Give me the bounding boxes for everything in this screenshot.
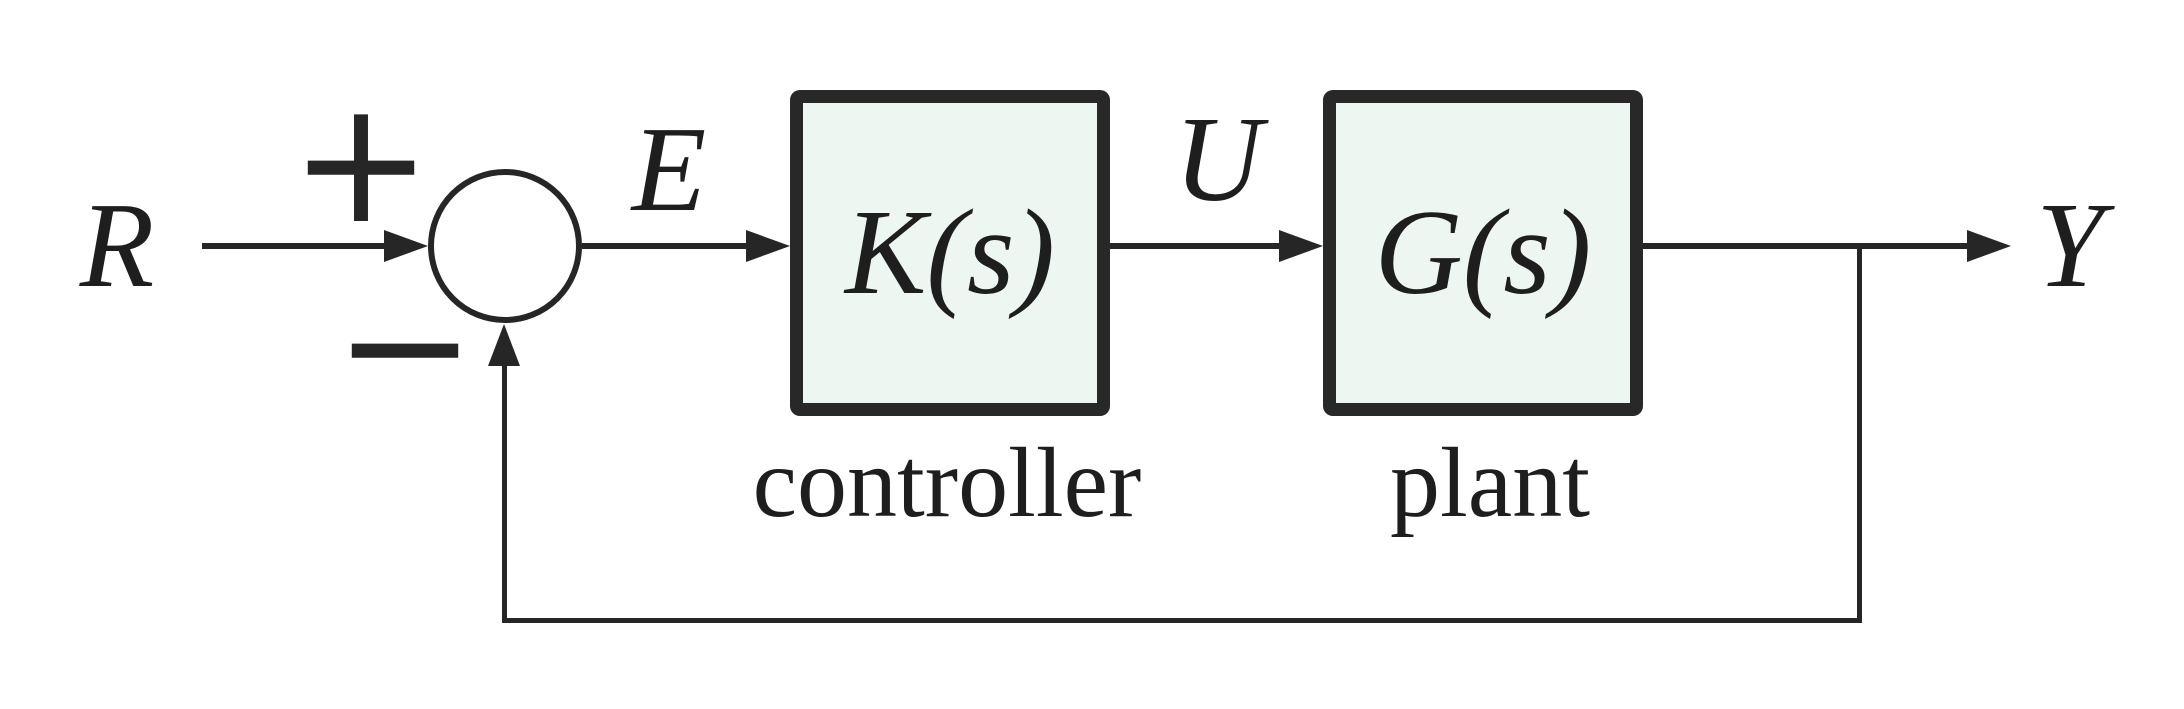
arrowhead-output (1967, 230, 2011, 262)
plant-caption: plant (1390, 427, 1590, 538)
feedback-return-vertical (502, 362, 507, 621)
plant-block: G(s) (1323, 90, 1643, 416)
feedback-bottom-wire (502, 618, 1862, 623)
feedback-branch-vertical (1857, 248, 1862, 623)
wire-control (1110, 243, 1280, 249)
wire-output (1643, 243, 1969, 249)
wire-error (582, 243, 748, 249)
arrowhead-into-summing-junction (384, 230, 428, 262)
controller-block: K(s) (790, 90, 1110, 416)
controller-math-label: K(s) (844, 185, 1056, 320)
arrowhead-into-controller (746, 230, 790, 262)
controller-caption: controller (752, 427, 1142, 538)
arrowhead-into-plant (1279, 230, 1323, 262)
wire-reference (202, 243, 386, 249)
arrowhead-into-summing-junction-feedback (488, 324, 520, 366)
plant-math-label: G(s) (1374, 185, 1592, 320)
summing-junction (428, 169, 582, 323)
